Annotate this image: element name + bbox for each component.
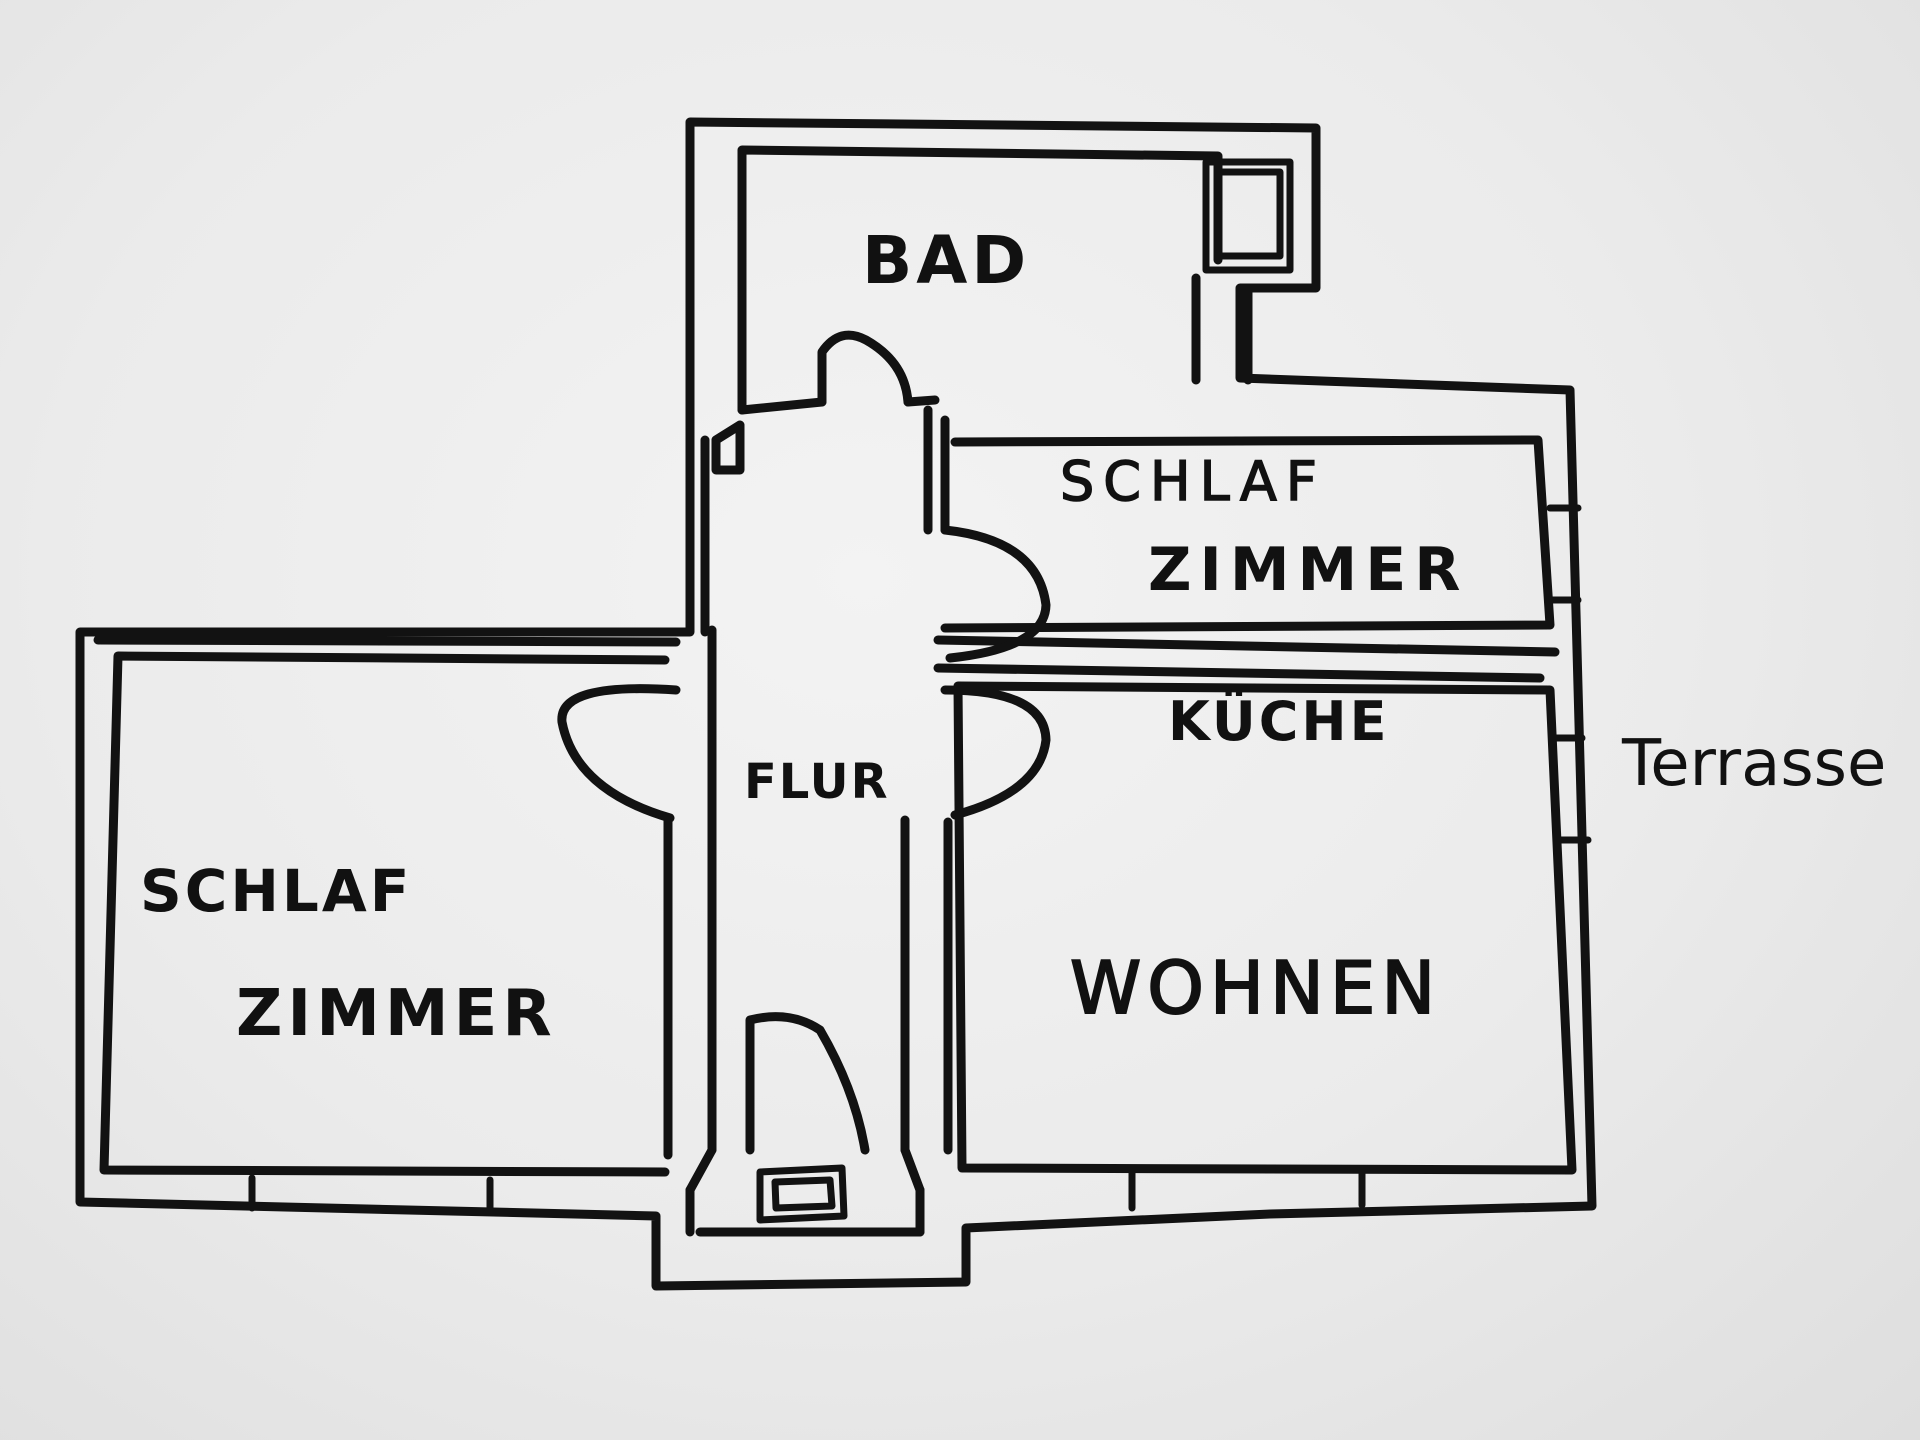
room-label-kitchen: KÜCHE xyxy=(1168,690,1390,753)
room-label-bedroom-right-line2: ZIMMER xyxy=(1148,535,1469,605)
terrace-label: Terrasse xyxy=(1622,727,1887,801)
room-label-hallway: FLUR xyxy=(744,754,890,810)
entry-mat xyxy=(756,1164,848,1224)
room-label-living: WOHNEN xyxy=(1069,946,1442,1030)
outer-walls xyxy=(75,117,1597,1291)
inner-walls xyxy=(93,145,1577,1237)
room-label-bedroom-left-line2: ZIMMER xyxy=(236,977,557,1051)
room-label-bath: BAD xyxy=(862,222,1031,299)
room-label-bedroom-right-line1: SCHLAF xyxy=(1059,450,1326,513)
door-swings xyxy=(557,330,1051,1155)
window-marks xyxy=(248,504,1592,1216)
room-label-bedroom-left-line1: SCHLAF xyxy=(140,857,413,925)
